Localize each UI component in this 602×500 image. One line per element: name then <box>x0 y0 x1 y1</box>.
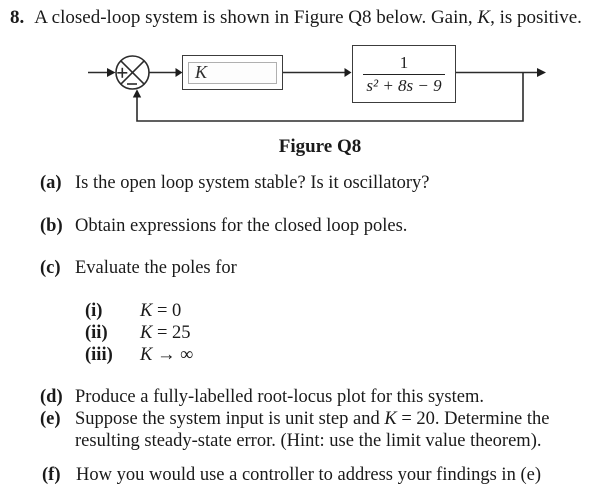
question-title-k: K <box>477 7 491 28</box>
subitem-iii-value: K → ∞ <box>140 344 193 366</box>
feedback-arrowhead-icon <box>132 89 142 98</box>
subitem-i-rest: = 0 <box>152 301 182 321</box>
gain-value-box: K <box>188 61 277 84</box>
item-e-pre: Suppose the system input is unit step an… <box>75 409 385 429</box>
input-arrowhead-icon <box>107 68 116 77</box>
gain-block: K <box>182 55 283 90</box>
question-title: 8. A closed-loop system is shown in Figur… <box>10 6 582 30</box>
item-a-text: Is the open loop system stable? Is it os… <box>75 173 430 193</box>
transfer-function: 1 s² + 8s − 9 <box>363 52 445 96</box>
subitem-iii-label: (iii) <box>85 345 113 365</box>
figure-caption: Figure Q8 <box>278 136 362 157</box>
item-e-label: (e) <box>40 409 61 429</box>
subitem-ii-rest: = 25 <box>152 323 191 343</box>
subitem-i-k: K <box>140 301 153 321</box>
subitem-i-value: K = 0 <box>140 300 181 322</box>
plant-block: 1 s² + 8s − 9 <box>352 45 456 103</box>
summing-cross-line-2 <box>120 60 145 85</box>
subitem-ii-label: (ii) <box>85 323 108 343</box>
tf-denominator: s² + 8s − 9 <box>363 73 445 96</box>
summing-cross-line-1 <box>120 60 145 85</box>
item-e-mid: = 20. Determine the <box>396 409 550 429</box>
gain-to-plant-arrowhead-icon <box>344 68 352 77</box>
summing-junction-circle <box>115 55 150 90</box>
question-title-post: , is positive. <box>490 7 582 28</box>
question-number: 8. <box>10 7 25 28</box>
item-e-text: Suppose the system input is unit step an… <box>75 408 595 452</box>
item-f-text: How you would use a controller to addres… <box>76 465 541 485</box>
output-arrowhead-icon <box>537 68 546 77</box>
tf-numerator: 1 <box>399 52 409 72</box>
item-f-label: (f) <box>42 465 61 485</box>
subitem-iii-k: K <box>140 345 153 365</box>
gain-label: K <box>195 62 208 82</box>
question-title-pre: A closed-loop system is shown in Figure … <box>34 7 478 28</box>
item-e-line2: resulting steady-state error. (Hint: use… <box>75 431 542 451</box>
item-b-label: (b) <box>40 216 63 236</box>
item-d-label: (d) <box>40 387 63 407</box>
subitem-ii-value: K = 25 <box>140 322 191 344</box>
item-b-text: Obtain expressions for the closed loop p… <box>75 216 408 236</box>
subitem-ii-k: K <box>140 323 153 343</box>
subitem-iii-rest: → ∞ <box>152 345 194 365</box>
item-e-k: K <box>384 409 397 429</box>
item-d-text: Produce a fully-labelled root-locus plot… <box>75 387 484 407</box>
subitem-i-label: (i) <box>85 301 103 321</box>
item-c-label: (c) <box>40 258 61 278</box>
item-a-label: (a) <box>40 173 62 193</box>
item-c-text: Evaluate the poles for <box>75 258 237 278</box>
